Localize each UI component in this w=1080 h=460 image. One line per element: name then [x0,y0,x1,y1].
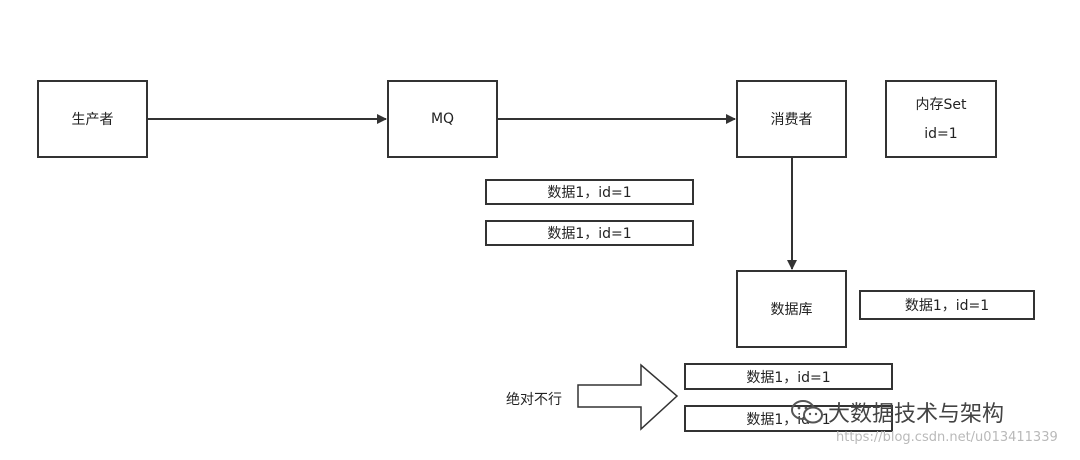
memory-set-title: 内存Set [915,97,967,113]
database-node: 数据库 [736,270,847,348]
mq-label: MQ [430,111,455,127]
queue-record-2-text: 数据1，id=1 [547,226,632,242]
db-existing-record-text: 数据1，id=1 [904,298,990,314]
db-insert-record-1-text: 数据1，id=1 [746,369,831,386]
never-allowed-label: 绝对不行 [506,392,562,408]
watermark-logo: 大数据技术与架构 [790,396,1004,428]
producer-label: 生产者 [71,112,114,128]
block-arrow-icon [577,363,679,431]
queue-record-1-text: 数据1，id=1 [547,185,632,201]
mq-node: MQ [387,80,498,158]
queue-record-1: 数据1，id=1 [485,179,694,205]
db-insert-record-1: 数据1，id=1 [684,363,893,390]
database-label: 数据库 [770,302,813,318]
producer-node: 生产者 [37,80,148,158]
wechat-logo-icon [791,400,823,424]
db-existing-record: 数据1，id=1 [859,290,1035,320]
consumer-node: 消费者 [736,80,847,158]
memory-set-node: 内存Set id=1 [885,80,997,158]
watermark-url: https://blog.csdn.net/u013411339 [836,430,1058,445]
queue-record-2: 数据1，id=1 [485,220,694,246]
consumer-label: 消费者 [770,112,813,128]
watermark-text: 大数据技术与架构 [828,402,1005,427]
memory-set-value: id=1 [924,126,958,142]
